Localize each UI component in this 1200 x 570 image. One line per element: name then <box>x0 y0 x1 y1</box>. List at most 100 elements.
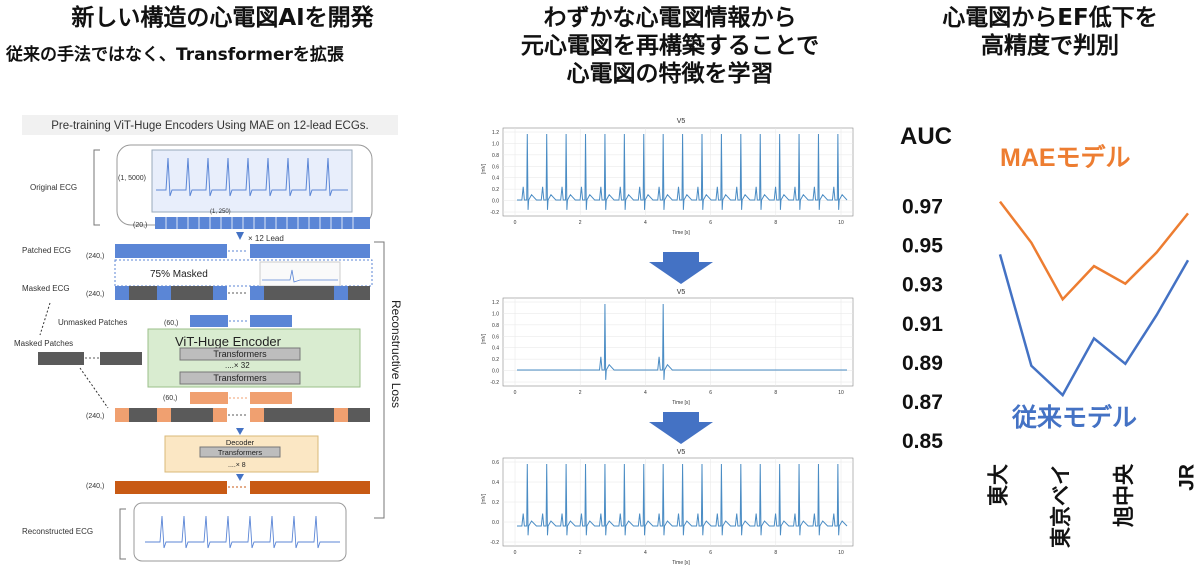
decoder-transformers-box <box>199 446 281 458</box>
plot3-xtick: 6 <box>709 550 712 556</box>
panel2-title: わずかな心電図情報から 元心電図を再構築することで 心電図の特徴を学習 <box>455 4 885 88</box>
shape-60-a: (60,) <box>164 320 178 327</box>
patch-row-20 <box>155 217 370 229</box>
mask-region <box>114 259 373 287</box>
plot3-title: V5 <box>677 449 686 456</box>
down-arrow-3 <box>236 474 244 481</box>
shape-60-b: (60,) <box>163 395 177 402</box>
original-ecg-trace <box>156 157 348 197</box>
panel3-title: 心電図からEF低下を 高精度で判別 <box>900 4 1200 60</box>
plot3-xlabel: Time [s] <box>672 560 690 566</box>
auc-legend-mae: MAEモデル <box>1000 143 1131 172</box>
dash-arrow-1 <box>39 302 51 336</box>
auc-ytick: 0.93 <box>902 274 943 297</box>
auc-line-conventional <box>998 254 1190 398</box>
encoder-transformers-1-box <box>179 347 301 361</box>
encoder-transformers-1: Transformers <box>213 349 267 359</box>
original-ecg-label: Original ECG <box>30 183 77 192</box>
plot1-xtick: 0 <box>514 220 517 226</box>
down-arrow-2 <box>236 428 244 435</box>
plot2-ylabel: [mV] <box>481 333 487 344</box>
patched-ecg-row <box>115 244 370 258</box>
architecture-svg: Pre-training ViT-Huge Encoders Using MAE… <box>14 115 403 562</box>
panel2-title-line-3: 心電図の特徴を学習 <box>566 61 774 87</box>
panel2-title-line-1: わずかな心電図情報から <box>543 5 797 31</box>
plot2-ytick: 0.4 <box>492 346 499 352</box>
plot2-trace <box>517 303 847 380</box>
plot1-xtick: 6 <box>709 220 712 226</box>
plot3-trace <box>517 463 848 536</box>
shape-1-250: (1, 250) <box>210 209 231 215</box>
auc-ytick: 0.97 <box>902 196 943 219</box>
plot1-xtick: 8 <box>774 220 777 226</box>
down-arrow-1 <box>236 232 244 240</box>
plot2-xtick: 2 <box>579 390 582 396</box>
plot1-ytick: 0.4 <box>492 176 499 182</box>
plot2-ytick: 0.6 <box>492 334 499 340</box>
masked-patches-label: Masked Patches <box>14 339 73 348</box>
plot2-ytick: 0.2 <box>492 357 499 363</box>
auc-ytick: 0.91 <box>902 313 943 336</box>
auc-chart: AUC 0.970.950.930.910.890.870.85 東大東京ベイ旭… <box>900 123 1199 548</box>
decoder-title: Decoder <box>226 438 255 447</box>
plot1-xtick: 4 <box>644 220 647 226</box>
plot2-title: V5 <box>677 289 686 296</box>
panel3-title-line-1: 心電図からEF低下を <box>942 5 1158 31</box>
plot1-yticks: 1.21.00.80.60.40.20.0-0.2 <box>490 130 853 216</box>
auc-ytick: 0.89 <box>902 352 943 375</box>
reconstructed-ecg-trace <box>145 515 340 549</box>
plot2-ytick: 0.8 <box>492 323 499 329</box>
panel3-title-line-2: 高精度で判別 <box>981 33 1119 59</box>
auc-ylabel: AUC <box>900 123 952 150</box>
shape-240-a: (240,) <box>86 253 104 260</box>
plot2-frame <box>502 297 854 387</box>
plot2-xtick: 4 <box>644 390 647 396</box>
plot2-xlabel: Time [s] <box>672 400 690 406</box>
reconstructed-brace <box>119 508 126 560</box>
plot3-ytick: 0.4 <box>492 480 499 486</box>
plot1-ytick: 0.6 <box>492 164 499 170</box>
auc-ytick: 0.87 <box>902 391 943 414</box>
masked-ecg-label: Masked ECG <box>22 284 70 293</box>
plot1-ytick: 0.0 <box>492 199 499 205</box>
encoder-transformers-2-box <box>179 371 301 385</box>
plot1-ytick: 0.8 <box>492 153 499 159</box>
plot3-xtick: 0 <box>514 550 517 556</box>
auc-legend-conventional: 従来モデル <box>1011 403 1137 432</box>
encoder-title: ViT-Huge Encoder <box>175 334 282 349</box>
times-32: ....× 32 <box>225 361 250 370</box>
shape-20: (20,) <box>133 222 147 229</box>
architecture-diagram: Pre-training ViT-Huge Encoders Using MAE… <box>0 110 450 566</box>
diagram-header-box <box>22 115 398 135</box>
plot3-xtick: 4 <box>644 550 647 556</box>
masked-mini-trace <box>262 269 338 283</box>
down-arrow-ecg-2 <box>649 412 713 444</box>
times-8: ....× 8 <box>228 462 246 469</box>
plot2-ytick: 0.0 <box>492 369 499 375</box>
plot3-ytick: 0.0 <box>492 520 499 526</box>
reconstructed-ecg-label: Reconstructed ECG <box>22 527 93 536</box>
masked-pct: 75% Masked <box>150 269 208 280</box>
plot1-ytick: -0.2 <box>490 210 499 216</box>
plot3-ytick: 0.6 <box>492 460 499 466</box>
auc-xtick: 東大 <box>988 464 1011 506</box>
plot2-ytick: 1.0 <box>492 311 499 317</box>
auc-xtick: 旭中央 <box>1113 463 1136 528</box>
unmasked-patches-label: Unmasked Patches <box>58 318 127 327</box>
shape-1-5000: (1, 5000) <box>118 175 146 182</box>
auc-ytick: 0.85 <box>902 430 943 453</box>
plot1-xtick: 2 <box>579 220 582 226</box>
masked-mini-plot <box>259 261 341 287</box>
plot2-ytick: 1.2 <box>492 300 499 306</box>
plot1-frame <box>502 127 854 217</box>
plot1-ylabel: [mV] <box>481 163 487 174</box>
auc-line-mae <box>999 200 1189 302</box>
original-ecg-brace <box>93 149 100 226</box>
